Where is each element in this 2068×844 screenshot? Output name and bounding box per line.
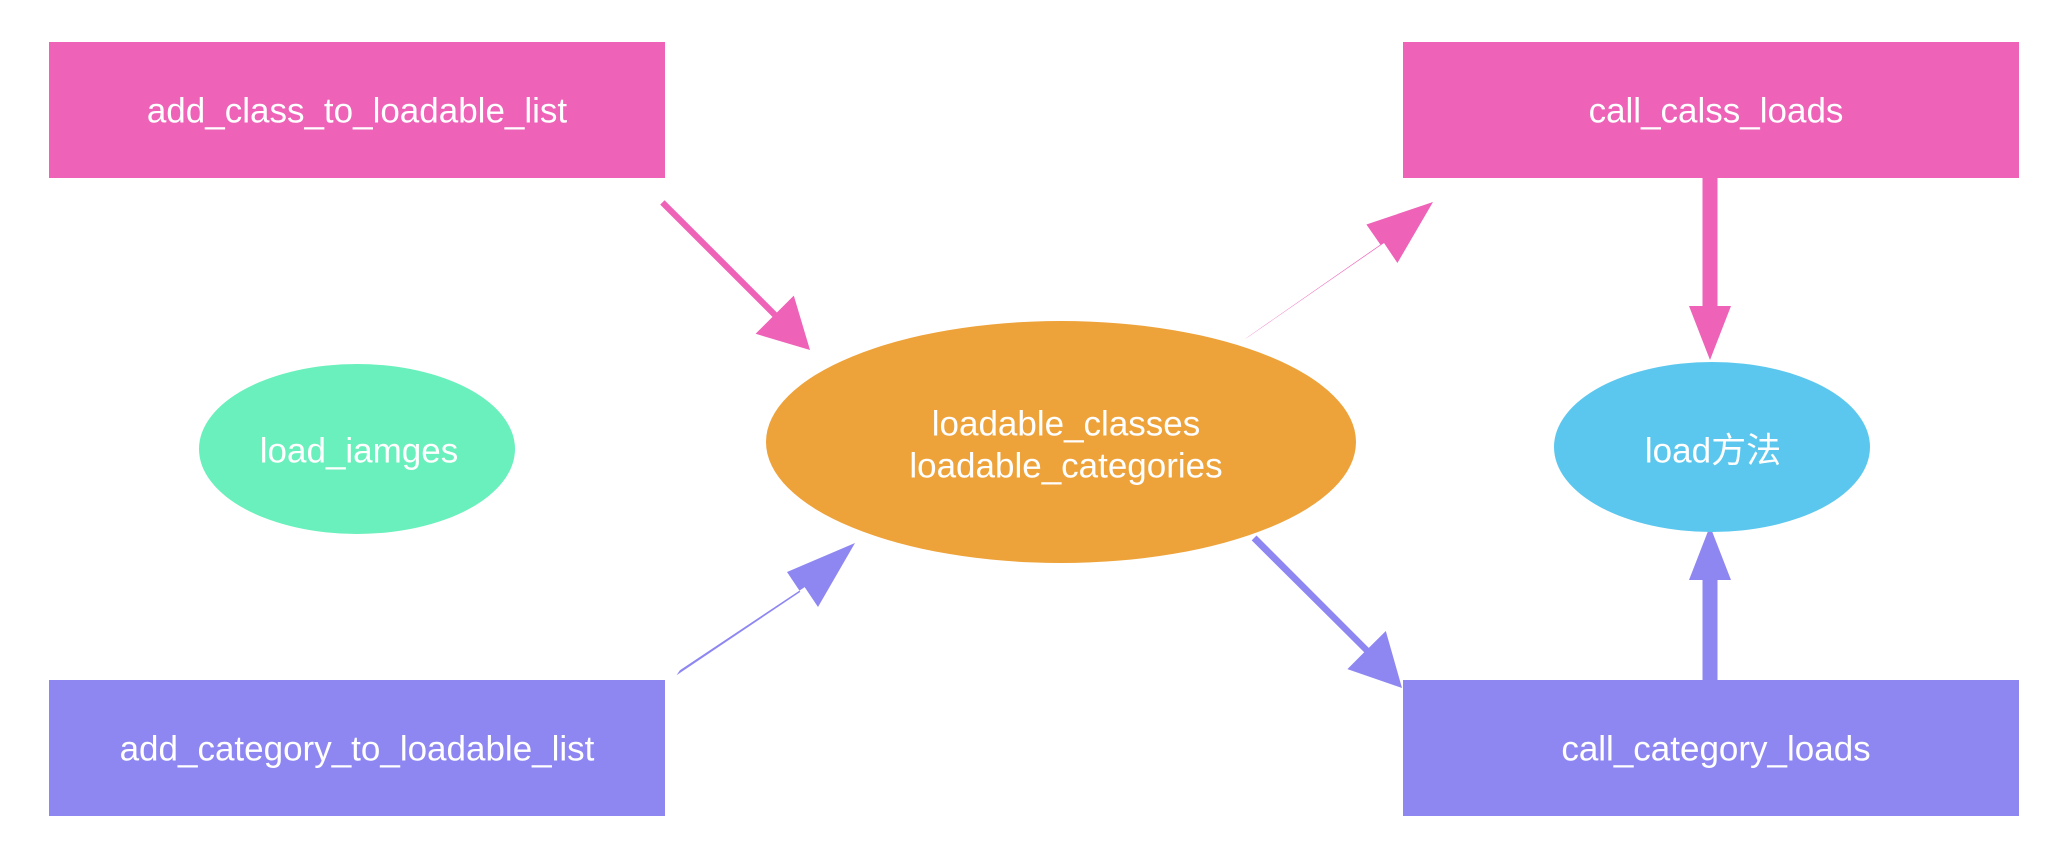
arrow-call-category-loads-to-load-method [1689,526,1731,680]
load-method-ellipse [1554,362,1870,532]
edges [660,178,1731,688]
add-class-box [49,42,665,178]
call-category-loads-label: call_category_loads [1561,730,1870,769]
add-category-box [49,680,665,816]
call-class-loads-label: call_calss_loads [1589,92,1844,131]
node-call-class-loads: call_calss_loads [1403,42,2019,178]
call-category-loads-box [1403,680,2019,816]
arrow-add-class-to-loadable [660,200,810,350]
load-method-label: load方法 [1645,432,1781,471]
arrow-add-category-to-loadable [676,543,855,676]
loadable-label-line1: loadable_classes [932,405,1201,444]
loadable-ellipse [766,321,1356,563]
node-loadable: loadable_classes loadable_categories [766,321,1356,563]
arrow-loadable-to-call-category-loads [1251,535,1402,688]
node-add-category: add_category_to_loadable_list [49,680,665,816]
call-class-loads-box [1403,42,2019,178]
arrow-loadable-to-call-class-loads [1244,202,1433,340]
node-load-method: load方法 [1554,362,1870,532]
add-category-label: add_category_to_loadable_list [120,730,595,769]
node-add-class: add_class_to_loadable_list [49,42,665,178]
node-load-images: load_iamges [199,364,515,534]
arrow-call-class-loads-to-load-method [1689,178,1731,360]
loadable-label-line2: loadable_categories [909,447,1222,486]
load-images-ellipse [199,364,515,534]
add-class-label: add_class_to_loadable_list [147,92,568,131]
load-images-label: load_iamges [260,432,458,471]
node-call-category-loads: call_category_loads [1403,680,2019,816]
